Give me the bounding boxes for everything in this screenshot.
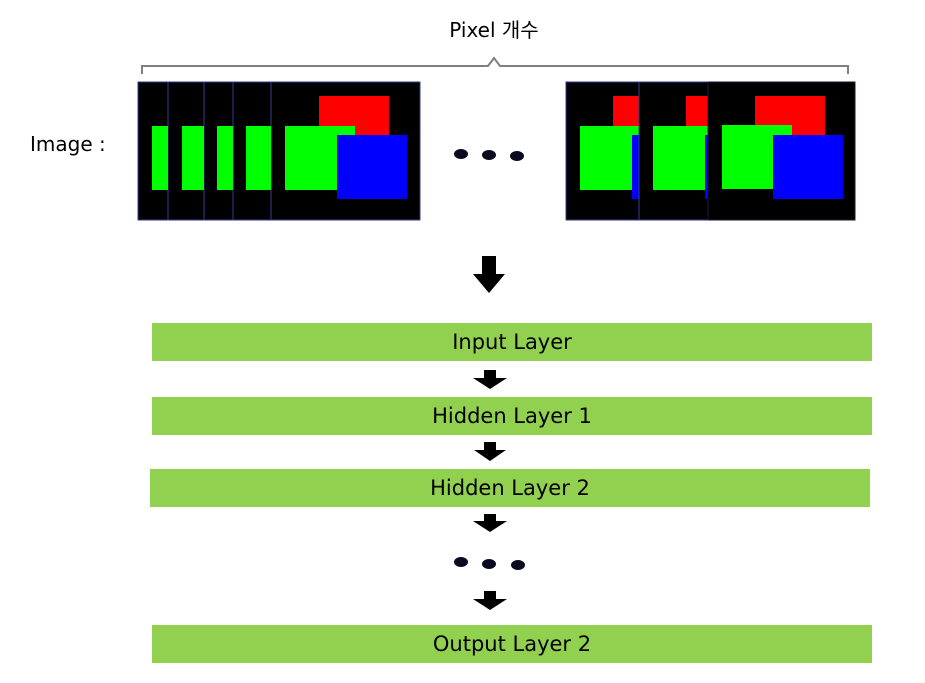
green-square: [246, 126, 271, 190]
down-arrow-icon: [473, 514, 507, 532]
output-layer-box: Output Layer 2: [152, 625, 872, 663]
image-row-label: Image :: [30, 132, 106, 156]
green-square: [580, 126, 640, 190]
blue-square: [337, 135, 407, 199]
layer-label: Hidden Layer 1: [432, 404, 592, 428]
green-square: [653, 126, 708, 190]
hidden-layer-1-box: Hidden Layer 1: [152, 397, 872, 435]
blue-square: [705, 135, 708, 199]
red-square: [686, 96, 708, 126]
green-square: [152, 126, 168, 190]
down-arrow-icon: [474, 442, 506, 461]
hidden-layer-2-box: Hidden Layer 2: [150, 469, 870, 507]
pixel-count-title: Pixel 개수: [449, 18, 539, 42]
pixel-range-brace: [141, 56, 849, 74]
ellipsis-dots: [454, 557, 525, 570]
left-image-stack: [137, 81, 421, 221]
layer-label: Hidden Layer 2: [430, 476, 590, 500]
green-square: [217, 126, 233, 190]
blue-square: [632, 135, 640, 199]
down-arrow-icon: [473, 370, 507, 389]
down-arrow-icon: [473, 591, 507, 610]
ellipsis-dots: [454, 149, 524, 161]
layer-label: Output Layer 2: [432, 632, 592, 656]
red-square: [613, 96, 643, 126]
down-arrow-icon: [473, 256, 505, 293]
green-square: [182, 126, 204, 190]
right-image-stack: [565, 81, 856, 221]
blue-square: [773, 135, 843, 199]
input-layer-box: Input Layer: [152, 323, 872, 361]
layer-label: Input Layer: [452, 330, 572, 354]
